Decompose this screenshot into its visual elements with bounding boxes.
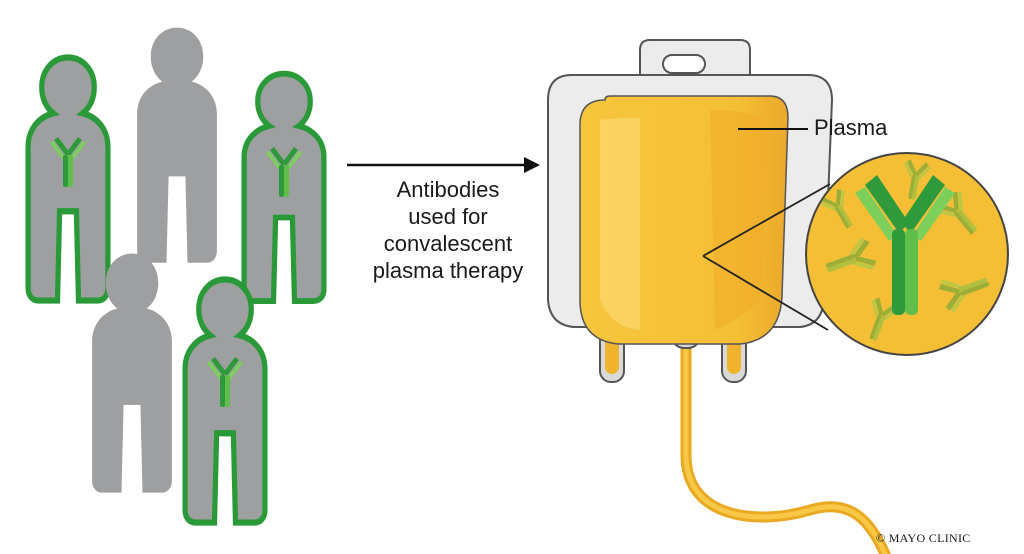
caption-line-3: convalescent [383, 231, 513, 256]
arrow-icon [347, 157, 540, 173]
plasma-label: Plasma [814, 115, 888, 140]
antibody-zoom-circle [805, 152, 1009, 356]
iv-tube [680, 334, 891, 554]
caption-line-1: Antibodies [396, 177, 500, 202]
person-icon [137, 27, 217, 263]
copyright-credit: © MAYO CLINIC [876, 531, 971, 545]
arrow-caption: Antibodies used for convalescent plasma … [338, 176, 558, 284]
caption-line-2: used for [408, 204, 488, 229]
iv-bag-icon [547, 39, 834, 383]
caption-line-4: plasma therapy [372, 258, 524, 283]
